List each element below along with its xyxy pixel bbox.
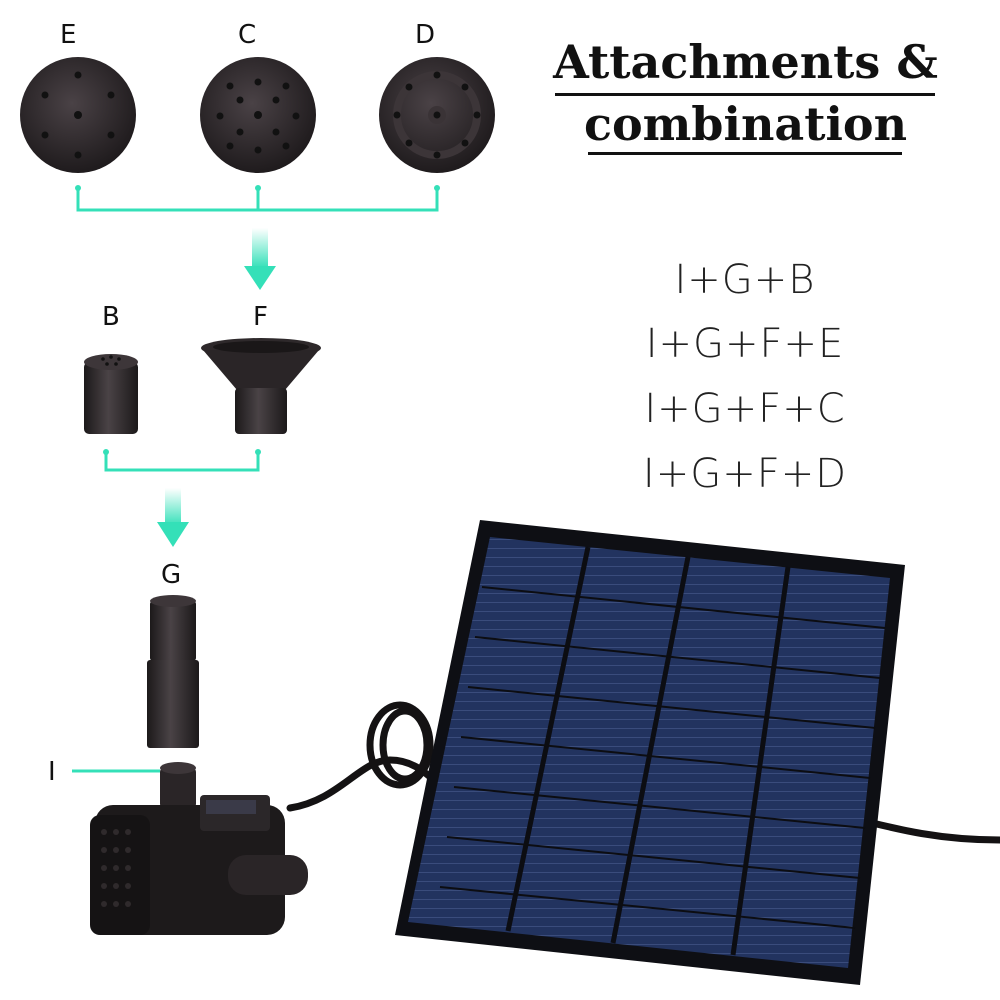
label-b: B — [102, 302, 120, 332]
down-arrow-icon — [157, 488, 189, 547]
funnel-f — [201, 338, 321, 434]
nozzle-c — [200, 57, 316, 173]
label-f: F — [253, 302, 268, 332]
solar-panel — [395, 520, 905, 985]
down-arrow-icon — [244, 228, 276, 290]
label-i: I — [48, 757, 56, 787]
title-underline-1 — [555, 93, 935, 96]
combination-2: I+G+F+E — [645, 321, 845, 367]
label-g: G — [161, 560, 182, 590]
combination-3: I+G+F+C — [644, 386, 846, 432]
nozzle-e — [20, 57, 136, 173]
title-line-2: combination — [583, 97, 908, 151]
extension-tube-g — [147, 595, 199, 748]
label-d: D — [415, 20, 436, 50]
connector-bracket-middle — [104, 452, 260, 472]
water-pump — [90, 762, 308, 935]
nozzle-b — [84, 354, 138, 434]
label-c: C — [238, 20, 257, 50]
combination-4: I+G+F+D — [642, 451, 848, 497]
title-underline-2 — [588, 152, 902, 155]
label-e: E — [60, 20, 77, 50]
nozzle-d — [379, 57, 495, 173]
combination-1: I+G+B — [674, 257, 816, 303]
connector-bracket-top — [76, 188, 439, 212]
title-line-1: Attachments & — [553, 35, 938, 89]
